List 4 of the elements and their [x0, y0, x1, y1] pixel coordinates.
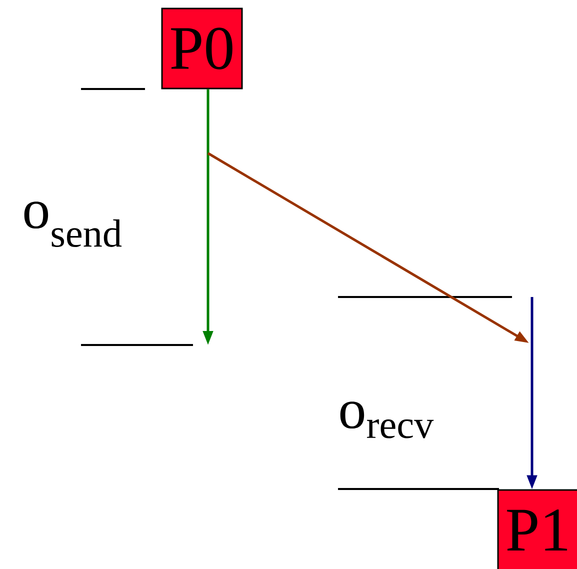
process-box: P0 — [161, 8, 243, 90]
time-label: o$_{recv}$ — [340, 402, 434, 438]
process-box: P1 — [497, 489, 577, 569]
time-label: o$_{send}$ — [24, 202, 122, 247]
